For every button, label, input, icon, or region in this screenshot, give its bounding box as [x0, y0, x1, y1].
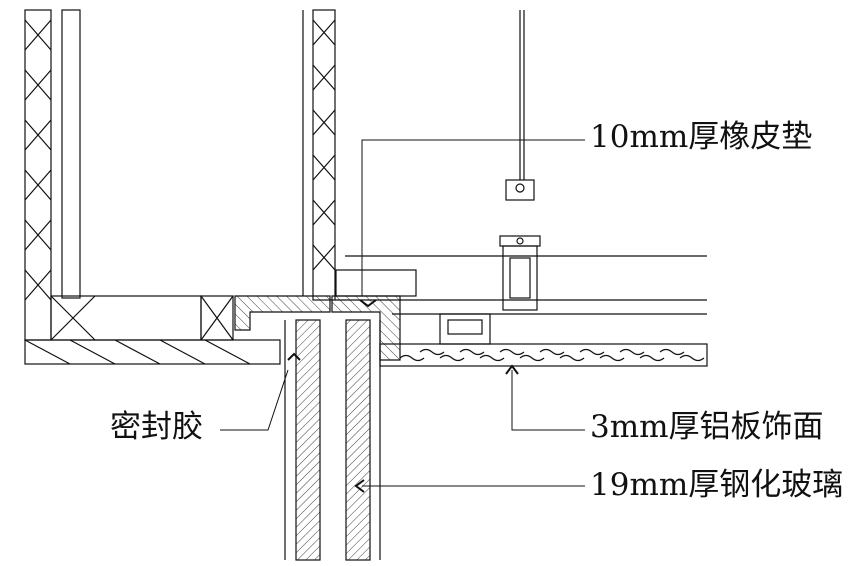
- rubber-pad-label: 10mm厚橡皮垫: [590, 119, 813, 155]
- bottom-wood-frame: [24, 295, 281, 365]
- aluminum-finish-label: 3mm厚铝板饰面: [590, 409, 824, 445]
- sealant-label: 密封胶: [110, 409, 203, 445]
- callout-leaders: [220, 139, 707, 493]
- glass-clamp-channel: [234, 269, 417, 361]
- left-wall-panel: [24, 9, 81, 341]
- tempered-glass-panes: [284, 319, 381, 561]
- aluminum-finish-panel: [379, 343, 708, 367]
- tempered-glass-label: 19mm厚钢化玻璃: [590, 467, 844, 503]
- ceiling-suspension: [335, 10, 707, 345]
- inner-wall-panel: [302, 9, 336, 301]
